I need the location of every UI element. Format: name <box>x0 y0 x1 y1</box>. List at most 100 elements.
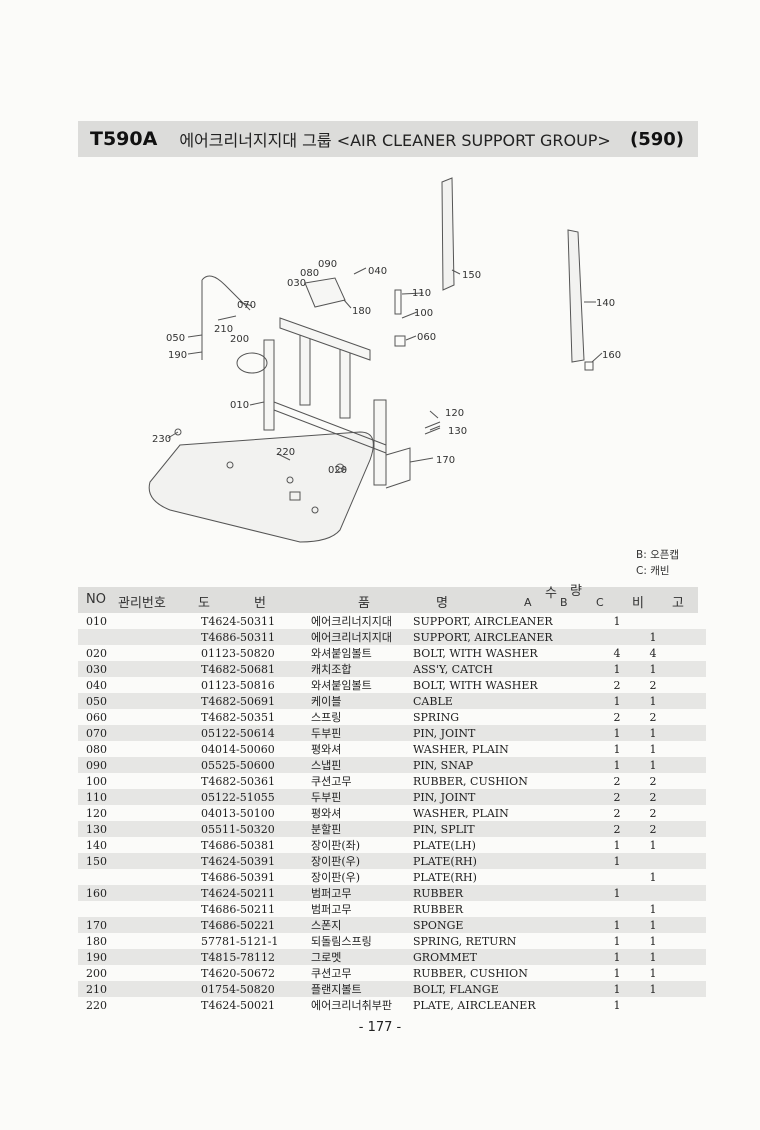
cell-en: SUPPORT, AIRCLEANER <box>413 629 563 645</box>
cell-b: 1 <box>599 757 635 773</box>
cell-no: 130 <box>78 821 201 837</box>
cell-no: 210 <box>78 981 201 997</box>
cell-no: 090 <box>78 757 201 773</box>
cell-kn: 케이블 <box>311 693 413 709</box>
cell-a <box>563 853 599 869</box>
diagram-part-label: 150 <box>462 270 481 281</box>
cell-remarks <box>671 997 706 1013</box>
cell-c: 1 <box>649 870 657 884</box>
cell-b <box>599 901 635 917</box>
cell-remarks <box>671 677 706 693</box>
cell-a <box>563 885 599 901</box>
header-name-pum: 품 <box>358 596 370 611</box>
cell-en: WASHER, PLAIN <box>413 742 509 756</box>
diagram-part-label: 040 <box>368 266 387 277</box>
diagram-part-label: 140 <box>596 298 615 309</box>
diagram-part-label: 180 <box>352 306 371 317</box>
cell-en: PIN, SNAP <box>413 757 563 773</box>
cell-no: 020 <box>86 646 107 660</box>
cell-no: 160 <box>78 885 201 901</box>
cell-no: 200 <box>86 966 107 980</box>
cell-no: 150 <box>78 853 201 869</box>
legend-item-b: B: 오픈캡 <box>636 549 680 561</box>
cell-c: 1 <box>635 629 671 645</box>
cell-pn: T4624-50021 <box>201 998 276 1012</box>
cell-c: 1 <box>635 757 671 773</box>
cell-c <box>635 885 671 901</box>
cell-no: 110 <box>78 789 201 805</box>
cell-remarks <box>671 789 706 805</box>
cell-a <box>563 709 599 725</box>
cell-en: PLATE(LH) <box>413 838 476 852</box>
cell-a <box>563 629 599 645</box>
cell-remarks <box>671 805 706 821</box>
cell-kn: 에어크리너지지대 <box>311 615 392 628</box>
cell-a <box>563 837 599 853</box>
cell-remarks <box>671 629 706 645</box>
cell-c: 2 <box>649 710 657 724</box>
header-part-do: 도 <box>198 596 210 611</box>
cell-kn: 두부핀 <box>311 725 413 741</box>
cell-pn: 01754-50820 <box>201 981 311 997</box>
cell-pn: T4682-50361 <box>201 774 276 788</box>
cell-kn: 장이판(우) <box>311 871 361 884</box>
cell-pn: 05511-50320 <box>201 821 311 837</box>
cell-c: 1 <box>649 966 657 980</box>
cell-no: 180 <box>86 934 107 948</box>
cell-kn: 와셔붙임볼트 <box>311 679 372 692</box>
cell-b: 1 <box>599 853 635 869</box>
cell-c: 1 <box>635 725 671 741</box>
cell-remarks <box>671 885 706 901</box>
cell-no: 190 <box>78 949 201 965</box>
cell-b: 1 <box>599 885 635 901</box>
cell-b: 4 <box>613 646 621 660</box>
cell-remarks <box>671 965 706 981</box>
cell-no: 060 <box>86 710 107 724</box>
header-qty-su: 수 <box>545 586 557 601</box>
page-number: - 177 - <box>358 1020 402 1035</box>
cell-en: BOLT, FLANGE <box>413 981 563 997</box>
diagram-part-label: 070 <box>237 300 256 311</box>
cell-b: 1 <box>613 614 621 628</box>
group-number: (590) <box>629 128 684 150</box>
cell-remarks <box>671 837 706 853</box>
cell-a <box>563 789 599 805</box>
cell-no: 070 <box>78 725 201 741</box>
cell-a <box>563 869 599 885</box>
diagram-part-label: 120 <box>445 408 464 419</box>
cell-c: 1 <box>649 838 657 852</box>
cell-pn: T4686-50211 <box>201 902 276 916</box>
cell-a <box>563 677 599 693</box>
diagram-part-label: 090 <box>318 259 337 270</box>
cell-kn: 되돌림스프링 <box>311 935 372 948</box>
cell-b: 2 <box>613 774 621 788</box>
cell-pn: 05525-50600 <box>201 757 311 773</box>
diagram-part-label: 050 <box>166 333 185 344</box>
diagram-part-label: 160 <box>602 350 621 361</box>
group-code: T590A <box>90 128 158 150</box>
diagram-part-label: 130 <box>448 426 467 437</box>
cell-b: 2 <box>613 710 621 724</box>
cell-a <box>563 949 599 965</box>
cell-en: RUBBER <box>413 885 563 901</box>
cell-kn: 스냅핀 <box>311 757 413 773</box>
cell-b <box>599 629 635 645</box>
cell-kn: 쿠션고무 <box>311 967 352 980</box>
cell-en: GROMMET <box>413 949 563 965</box>
cell-kn: 에어크리너지지대 <box>311 629 413 645</box>
cell-pn: T4686-50311 <box>201 629 311 645</box>
cell-a <box>563 773 599 789</box>
cell-kn: 분할핀 <box>311 821 413 837</box>
